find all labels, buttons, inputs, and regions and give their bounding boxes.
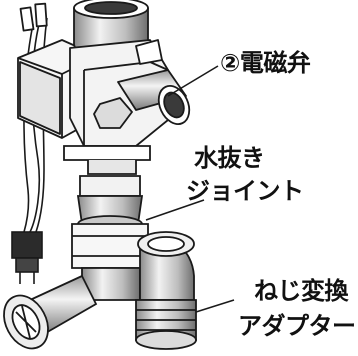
tee-fitting — [3, 231, 195, 350]
leader-screw-adapter — [195, 299, 235, 313]
drain-joint — [71, 175, 149, 269]
connector-plug — [11, 231, 43, 284]
label-drain-joint-line2: ジョイント — [186, 177, 304, 205]
screw-adapter — [135, 299, 197, 350]
clip-bracket — [63, 145, 151, 175]
label-drain-joint-line1: 水抜き — [194, 144, 265, 172]
leader-drain-joint — [145, 199, 205, 221]
leader-solenoid-valve — [167, 65, 219, 97]
label-adapter-line1: ねじ変換 — [254, 277, 349, 305]
label-solenoid-valve: ②電磁弁 — [220, 49, 311, 77]
label-adapter-line2: アダプター — [238, 312, 356, 340]
solenoid-valve — [17, 0, 191, 147]
